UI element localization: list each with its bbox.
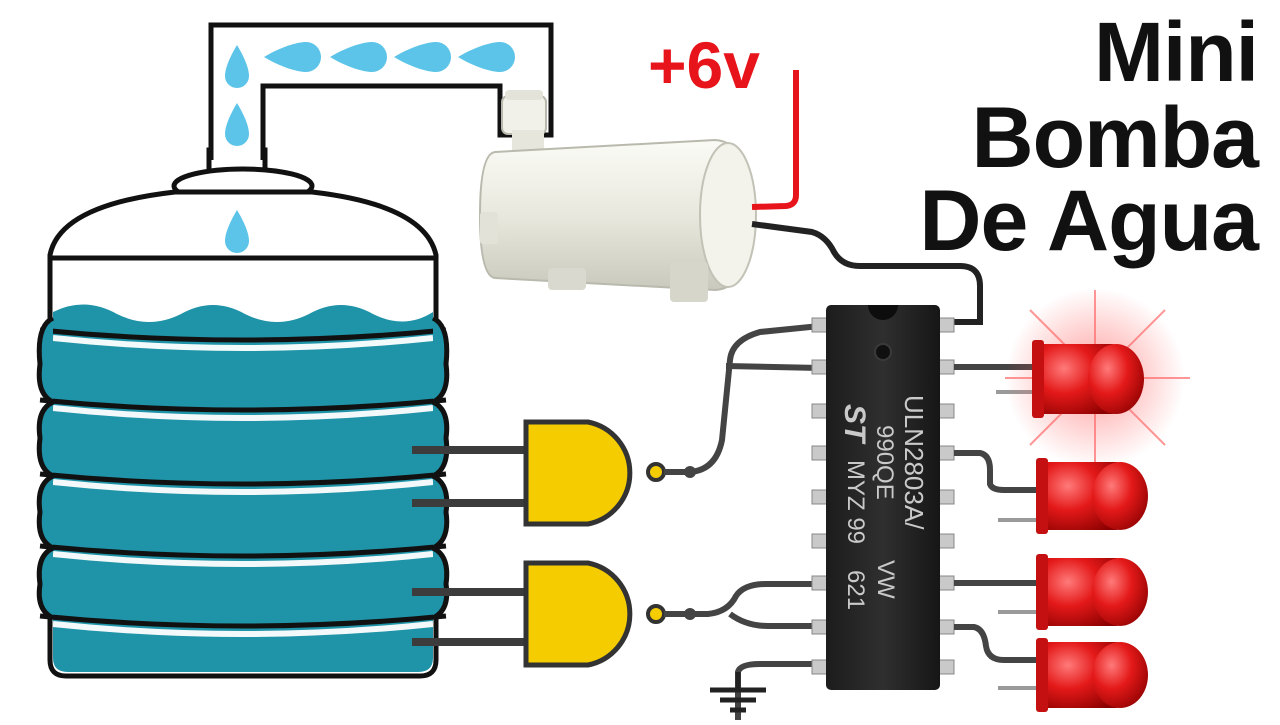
title-line-2: Bomba	[971, 90, 1259, 186]
chip-mark-vw: VW	[872, 560, 899, 599]
chip-logo: ST	[838, 404, 871, 445]
gate-output-wires	[664, 323, 821, 720]
pump-return-wire	[751, 221, 983, 325]
chip-part-number: ULN2803A/	[899, 395, 929, 530]
chip-mark-621: 621	[842, 570, 869, 610]
nand-gate-top	[523, 419, 666, 527]
nand-gate-bottom	[523, 560, 666, 668]
water-drops	[225, 42, 515, 253]
led-3	[1036, 554, 1148, 630]
supply-voltage-label: +6v	[648, 28, 760, 102]
title-line-1: Mini	[1094, 5, 1259, 99]
water-body	[53, 304, 433, 672]
water-tank	[36, 147, 450, 679]
title-line-3: De Agua	[919, 173, 1259, 269]
supply-wire	[751, 70, 799, 210]
led-2	[1036, 458, 1148, 534]
uln2803-chip: ST ULN2803A/ 990QE MYZ 99 VW 621	[811, 305, 955, 690]
sensor-wires	[412, 446, 526, 646]
chip-lot-code: 990QE	[871, 425, 898, 500]
led-4	[1036, 638, 1148, 712]
ground-symbol	[710, 672, 766, 713]
led-1	[1032, 340, 1144, 418]
mini-pump	[478, 90, 757, 302]
chip-date-code: MYZ 99	[842, 460, 869, 544]
